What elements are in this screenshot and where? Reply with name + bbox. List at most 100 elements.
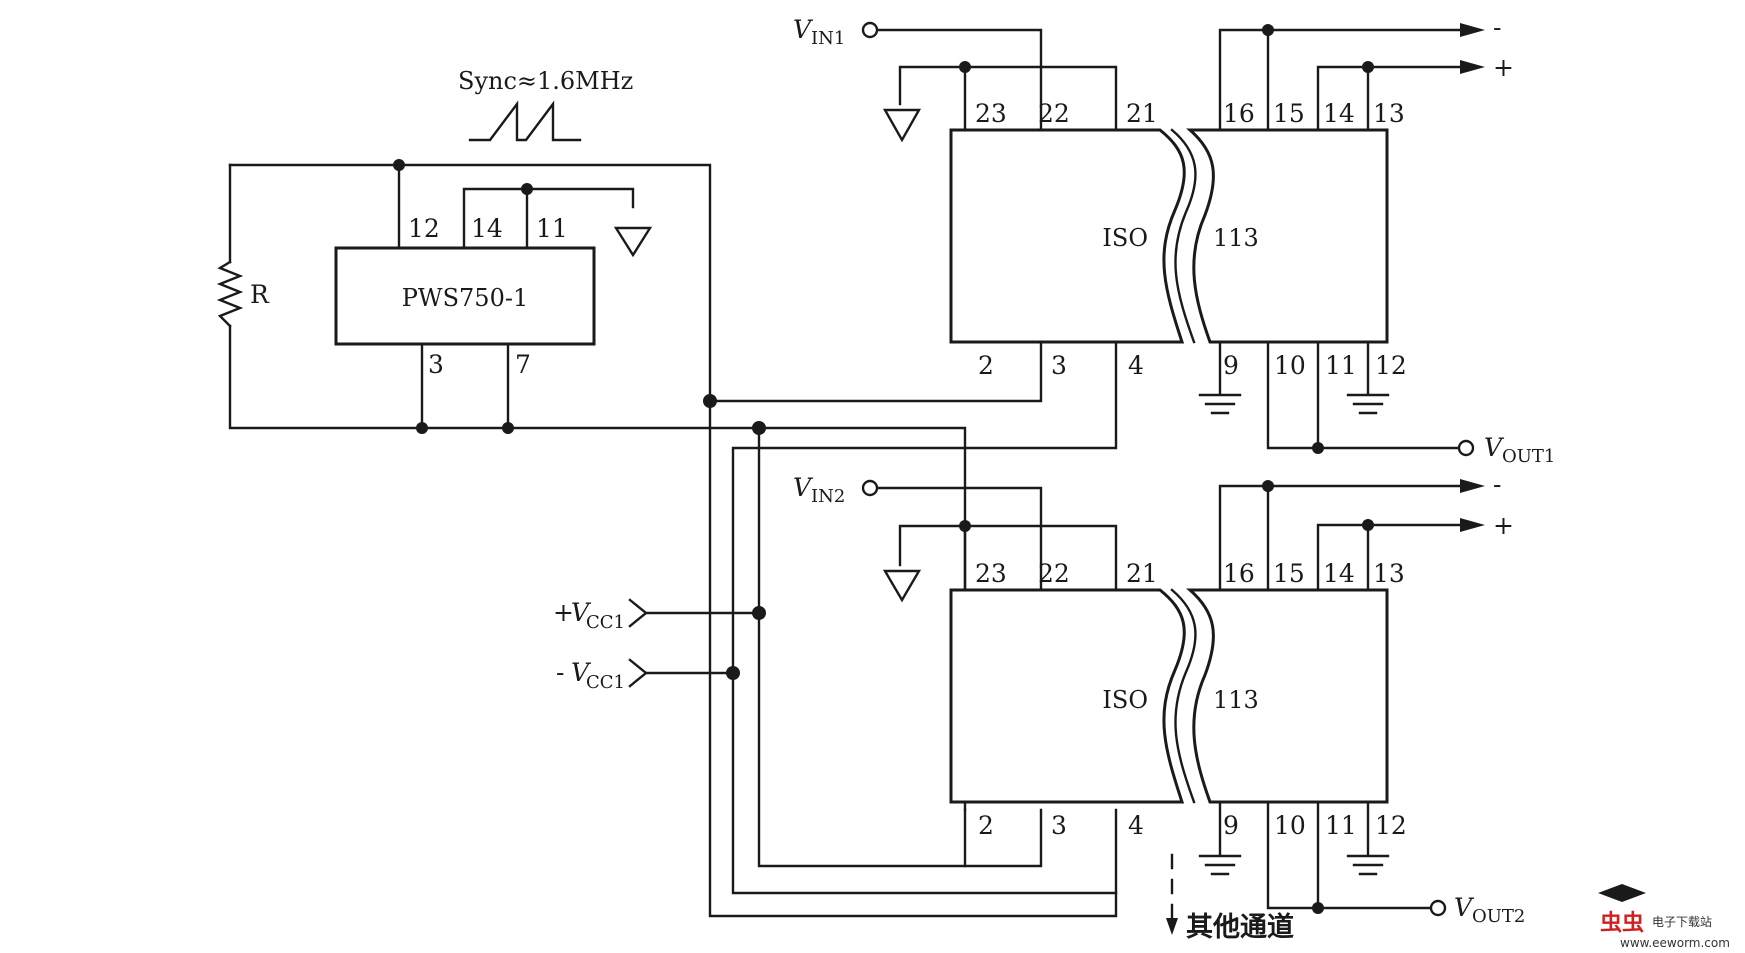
pin-label: 15: [1273, 99, 1305, 128]
junction-dot: [416, 422, 428, 434]
watermark-name: 电子下载站: [1652, 915, 1712, 929]
pin-label: 3: [1051, 811, 1067, 840]
ground-icon: [1346, 340, 1390, 415]
pin-label: 16: [1223, 99, 1255, 128]
svg-text:OUT1: OUT1: [1502, 446, 1555, 467]
ground-icon: [882, 569, 922, 603]
connector-icon: [628, 598, 648, 628]
iso-label: 113: [1213, 224, 1259, 252]
svg-text:IN1: IN1: [811, 28, 845, 49]
pin-label: 15: [1273, 559, 1305, 588]
resistor-icon: [216, 260, 244, 328]
arrow-down-icon: [1166, 918, 1178, 935]
arrow-icon: [1460, 479, 1485, 493]
pws750-body: [334, 246, 596, 346]
other-channels-label: 其他通道: [1186, 911, 1294, 943]
iso-label: ISO: [1102, 224, 1148, 252]
arrow-icon: [1460, 60, 1485, 74]
output-minus-label: -: [1493, 13, 1501, 42]
vin1-label: V IN1: [793, 15, 845, 49]
pin-label: 14: [1323, 99, 1355, 128]
pin-label: 23: [975, 99, 1007, 128]
pin-label: 2: [978, 351, 994, 380]
junction-dot: [1262, 480, 1274, 492]
iso-label: 113: [1213, 686, 1259, 714]
pws750-converter: PWS750-1 12 14 11 3 7 Sync≈1.6MHz: [334, 67, 653, 430]
iso-label: ISO: [1102, 686, 1148, 714]
svg-text:V: V: [1454, 893, 1475, 922]
supply-wiring: R + V CC1 - V CC1: [216, 159, 1118, 918]
graduation-cap-icon: [1598, 884, 1646, 902]
pws750-label: PWS750-1: [402, 284, 528, 312]
svg-text:OUT2: OUT2: [1472, 906, 1525, 927]
vcc-minus-label: - V CC1: [556, 658, 625, 693]
pin-label: 3: [1051, 351, 1067, 380]
junction-dot: [1362, 61, 1374, 73]
pin-label: 4: [1128, 811, 1144, 840]
arrow-icon: [1460, 518, 1485, 532]
svg-text:V: V: [571, 598, 592, 627]
terminal-icon: [1457, 439, 1475, 457]
vin2-label: V IN2: [793, 473, 845, 507]
junction-dot: [752, 421, 766, 435]
junction-dot: [393, 159, 405, 171]
junction-dot: [1362, 519, 1374, 531]
output-minus-label: -: [1493, 470, 1501, 499]
svg-text:+: +: [553, 598, 574, 627]
svg-text:V: V: [571, 658, 592, 687]
terminal-icon: [861, 479, 879, 497]
ground-icon: [1346, 800, 1390, 876]
pin-label: 12: [1375, 351, 1407, 380]
connector-icon: [628, 658, 648, 688]
pin-label: 21: [1126, 99, 1158, 128]
sawtooth-icon: [468, 100, 582, 142]
pin-label: 12: [1375, 811, 1407, 840]
pin-label: 12: [408, 214, 440, 243]
svg-text:CC1: CC1: [586, 612, 625, 633]
svg-text:V: V: [793, 15, 814, 44]
pin-label: 14: [1323, 559, 1355, 588]
ground-icon: [1198, 340, 1242, 415]
pin-label: 7: [515, 350, 531, 379]
pin-label: 21: [1126, 559, 1158, 588]
svg-text:CC1: CC1: [586, 672, 625, 693]
other-channels: 其他通道: [1166, 853, 1294, 943]
pin-label: 10: [1274, 351, 1306, 380]
vout2-label: V OUT2: [1454, 893, 1525, 927]
vout1-label: V OUT1: [1484, 433, 1555, 467]
pin-label: 3: [428, 350, 444, 379]
pin-label: 9: [1223, 351, 1239, 380]
pin-label: 9: [1223, 811, 1239, 840]
watermark-url: www.eeworm.com: [1620, 936, 1730, 950]
junction-dot: [703, 394, 717, 408]
pin-label: 16: [1223, 559, 1255, 588]
junction-dot: [959, 520, 971, 532]
sync-label: Sync≈1.6MHz: [458, 67, 633, 95]
arrow-icon: [1460, 23, 1485, 37]
ground-icon: [1198, 800, 1242, 876]
watermark-brand: 虫虫: [1600, 910, 1644, 936]
resistor-label: R: [250, 280, 270, 309]
terminal-icon: [1429, 899, 1447, 917]
pin-label: 23: [975, 559, 1007, 588]
svg-text:IN2: IN2: [811, 486, 845, 507]
pin-label: 2: [978, 811, 994, 840]
output-plus-label: +: [1493, 511, 1514, 540]
junction-dot: [1262, 24, 1274, 36]
output-plus-label: +: [1493, 53, 1514, 82]
svg-text:V: V: [1484, 433, 1505, 462]
pin-label: 11: [536, 214, 568, 243]
pin-label: 4: [1128, 351, 1144, 380]
ground-icon: [613, 226, 653, 258]
svg-text:V: V: [793, 473, 814, 502]
terminal-icon: [861, 21, 879, 39]
pin-label: 13: [1373, 559, 1405, 588]
pin-label: 10: [1274, 811, 1306, 840]
iso113-channel-1: ISO 113 23 22 21 16 15 14 13 2 3 4 9 10 …: [793, 13, 1555, 467]
junction-dot: [1312, 442, 1324, 454]
pin-label: 11: [1325, 351, 1357, 380]
junction-dot: [502, 422, 514, 434]
junction-dot: [959, 61, 971, 73]
junction-dot: [1312, 902, 1324, 914]
